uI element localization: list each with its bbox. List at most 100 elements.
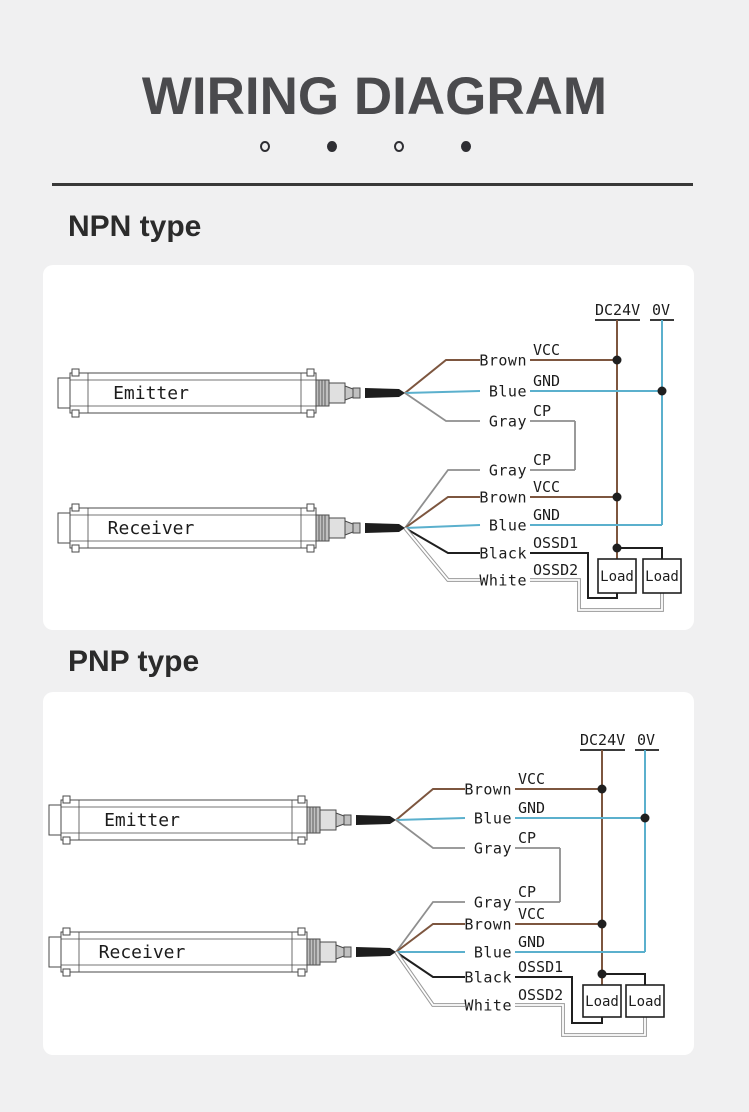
- wire-path: [395, 923, 602, 953]
- wire-path: [404, 469, 575, 529]
- connector-barrel: [328, 517, 346, 539]
- power-rail-0v: 0V: [635, 731, 659, 952]
- receiver-gray-wire: Gray CP: [404, 451, 575, 529]
- receiver-blue-wire: Blue GND: [404, 506, 662, 535]
- wire-color-label: Brown: [464, 916, 512, 934]
- connector-barrel: [319, 941, 337, 963]
- connector-taper: [335, 812, 345, 828]
- wire-path: [404, 390, 662, 394]
- device-label: Emitter: [104, 810, 180, 831]
- receiver-brown-wire: Brown VCC: [395, 905, 602, 953]
- wire-signal-label: GND: [533, 372, 560, 390]
- wire-path: [404, 524, 662, 529]
- load-label: Load: [600, 569, 634, 585]
- wire-signal-label: OSSD1: [533, 534, 578, 552]
- connector-tip: [343, 946, 352, 958]
- wire-color-label: Blue: [489, 383, 527, 401]
- wire-color-label: Gray: [474, 894, 512, 912]
- bar-end-cap: [48, 936, 62, 968]
- bar-end-cap: [57, 377, 71, 409]
- load2-feed-wire: [602, 973, 646, 985]
- wire-signal-label: OSSD2: [533, 561, 578, 579]
- bar-end-cap: [57, 512, 71, 544]
- load-box: Load: [582, 984, 622, 1018]
- load-rect: [597, 558, 637, 594]
- connector-ribs: [309, 807, 317, 833]
- emitter-device-bar: Emitter: [48, 795, 396, 845]
- emitter-blue-wire: Blue GND: [404, 372, 662, 401]
- load-label: Load: [585, 994, 619, 1010]
- wire-signal-label: OSSD1: [518, 958, 563, 976]
- connector-barrel: [328, 382, 346, 404]
- wire-path: [515, 1004, 646, 1036]
- junction-dot: [597, 969, 607, 979]
- junction-dot: [640, 813, 650, 823]
- rail-label: DC24V: [595, 301, 640, 319]
- pnp-wiring-svg: DC24V 0V Emitter: [48, 731, 665, 1037]
- bar-notch: [71, 368, 80, 377]
- power-rail-dc24v: DC24V: [580, 731, 625, 985]
- emitter-brown-wire: Brown VCC: [404, 341, 617, 394]
- wire-path: [404, 527, 618, 599]
- wire-path: [404, 392, 576, 470]
- emitter-blue-wire: Blue GND: [395, 799, 645, 828]
- wire-color-label: Brown: [479, 352, 527, 370]
- power-rail-dc24v: DC24V: [595, 301, 640, 559]
- junction-dot: [612, 355, 622, 365]
- wire-path: [404, 359, 617, 394]
- bar-notch: [306, 544, 315, 553]
- connector-taper: [344, 520, 354, 536]
- wire-color-label: Black: [464, 969, 512, 987]
- wire-color-label: White: [464, 997, 512, 1015]
- connector-tip: [343, 814, 352, 826]
- section-divider: [52, 183, 693, 186]
- connector-barrel: [319, 809, 337, 831]
- wire-path: [395, 901, 560, 953]
- device-label: Receiver: [99, 942, 186, 963]
- wire-color-label: Black: [479, 545, 527, 563]
- wire-color-label: Blue: [474, 810, 512, 828]
- bar-detail-lines: [61, 932, 307, 972]
- wire-path: [395, 951, 603, 1024]
- load-rect: [642, 558, 682, 594]
- wire-color-label: Gray: [474, 840, 512, 858]
- bar-notch: [297, 968, 306, 977]
- load-rect: [625, 984, 665, 1018]
- wire-signal-label: GND: [533, 506, 560, 524]
- carousel-dot-4[interactable]: [461, 141, 471, 152]
- junction-dot: [597, 784, 607, 794]
- wire-path: [530, 579, 663, 611]
- receiver-black-wire: Black OSSD1: [395, 951, 603, 1024]
- bar-notch: [62, 927, 71, 936]
- load-rect: [582, 984, 622, 1018]
- connector-ribs: [318, 380, 326, 406]
- wire-signal-label: CP: [518, 883, 536, 901]
- wire-path: [404, 527, 480, 581]
- wire-color-label: Blue: [474, 944, 512, 962]
- rail-label: 0V: [637, 731, 655, 749]
- receiver-white-wire: White OSSD2: [403, 526, 664, 612]
- carousel-dot-3[interactable]: [394, 141, 404, 152]
- cable: [356, 947, 396, 957]
- bar-notch: [71, 544, 80, 553]
- emitter-brown-wire: Brown VCC: [395, 770, 602, 821]
- bar-notch: [306, 503, 315, 512]
- carousel-dot-2[interactable]: [327, 141, 337, 152]
- wire-color-label: Brown: [479, 489, 527, 507]
- wire-color-label: Gray: [489, 462, 527, 480]
- wire-signal-label: VCC: [518, 770, 545, 788]
- wire-color-label: Brown: [464, 781, 512, 799]
- bar-notch: [306, 409, 315, 418]
- wire-path: [395, 788, 602, 821]
- wire-signal-label: OSSD2: [518, 986, 563, 1004]
- receiver-device-bar: Receiver: [57, 503, 405, 553]
- receiver-brown-wire: Brown VCC: [404, 478, 617, 529]
- emitter-device-bar: Emitter: [57, 368, 405, 418]
- bar-notch: [62, 795, 71, 804]
- wire-path: [395, 951, 465, 1006]
- carousel-dot-1[interactable]: [260, 141, 270, 152]
- wire-color-label: Gray: [489, 413, 527, 431]
- receiver-gray-wire: Gray CP: [395, 883, 560, 953]
- connector-tip: [352, 522, 361, 534]
- rail-label: 0V: [652, 301, 670, 319]
